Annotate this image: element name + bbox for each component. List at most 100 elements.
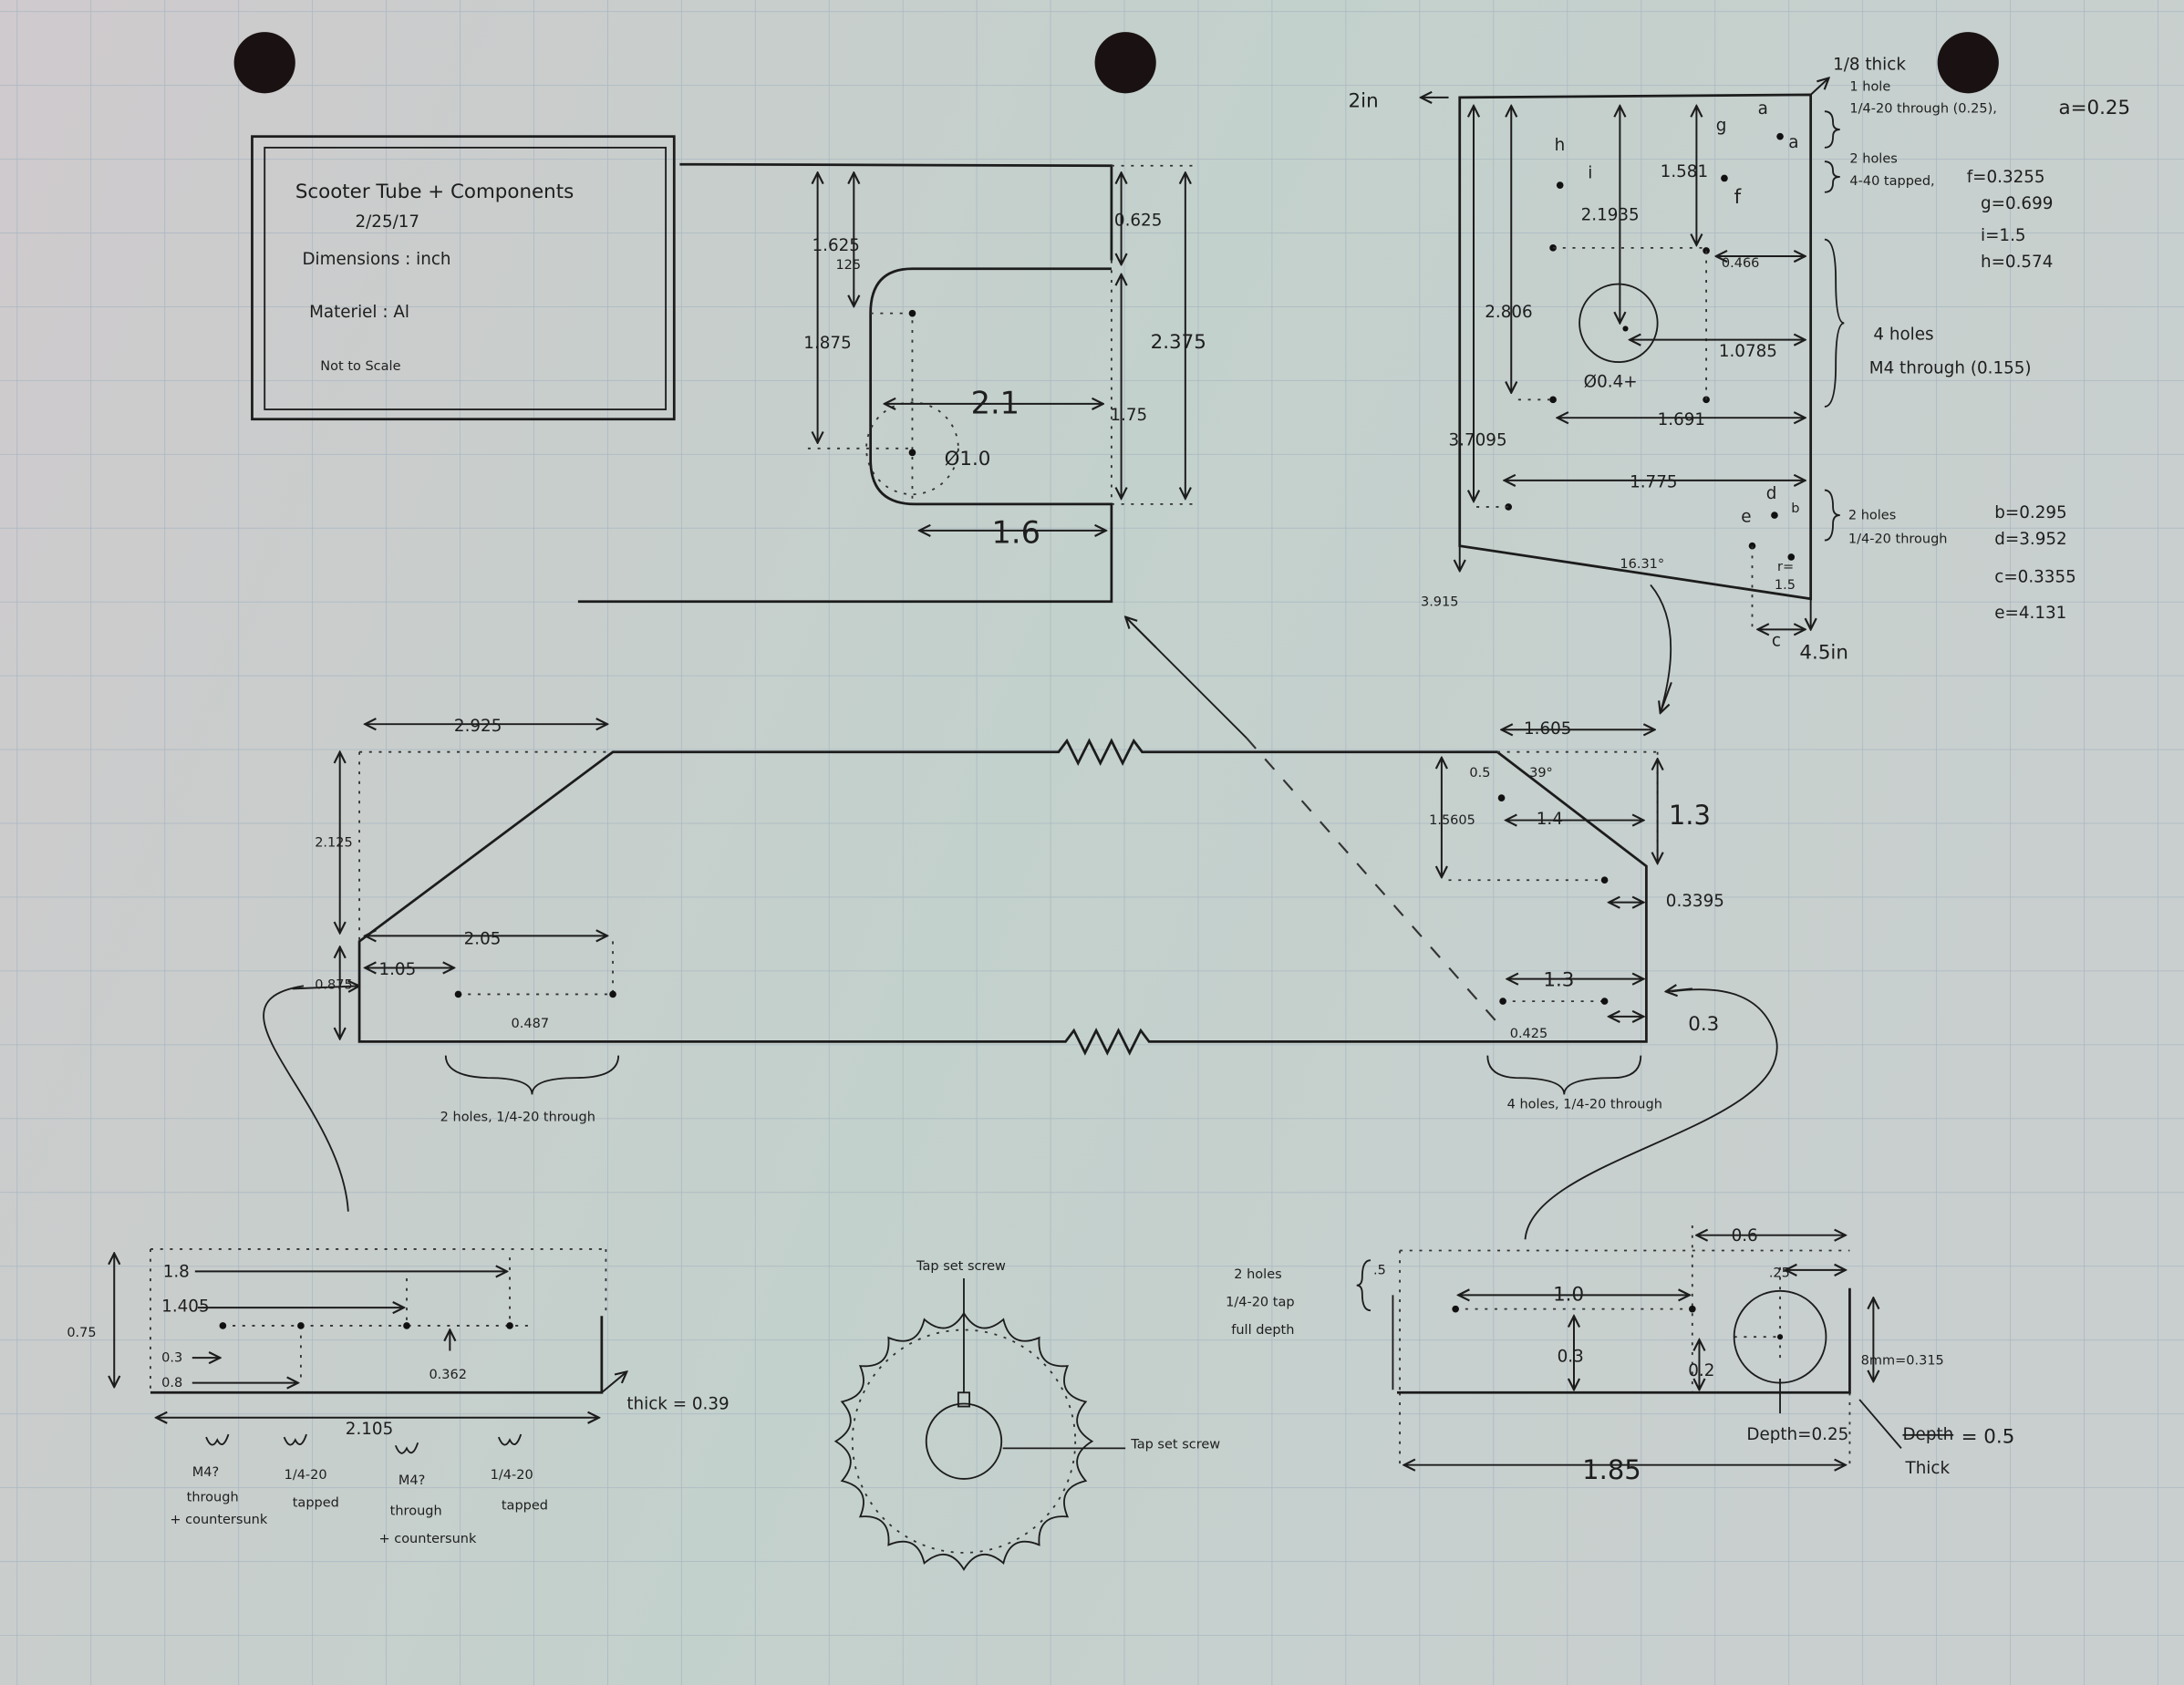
dim-0875: 0.875 <box>315 977 353 992</box>
dim-1405: 1.405 <box>161 1297 209 1317</box>
hole-type: 1/4-20 <box>285 1468 327 1483</box>
dim-10: 1.0 <box>1553 1283 1584 1306</box>
set-screw-note-side: Tap set screw <box>1130 1437 1220 1452</box>
dim-205: 2.05 <box>464 929 502 948</box>
var-a-label: a <box>1788 133 1798 152</box>
dim-15605: 1.5605 <box>1429 813 1475 828</box>
tube-end-view: 1.625 125 1.875 0.625 2.375 2.1 1.75 Ø1.… <box>577 162 1206 604</box>
var-f-label: f <box>1734 186 1742 209</box>
plate-width-label: 2in <box>1349 90 1379 113</box>
dim-14: 1.4 <box>1537 810 1563 829</box>
radius-value: 1.5 <box>1775 578 1796 593</box>
hole-type: 1/4-20 <box>491 1468 533 1483</box>
sprocket-bore <box>925 1402 1003 1480</box>
var-h-label: h <box>1555 136 1566 155</box>
dim-06: 0.6 <box>1732 1226 1758 1246</box>
dim-05: 0.5 <box>1469 766 1490 780</box>
right-holes-note: 4 holes, 1/4-20 through <box>1507 1098 1662 1112</box>
dim-0487: 0.487 <box>512 1017 550 1031</box>
note-1-hole: 1 hole <box>1849 79 1890 94</box>
holes-note-count: 2 holes <box>1234 1267 1281 1282</box>
material-text: Materiel : Al <box>309 303 409 322</box>
dim-10785: 1.0785 <box>1719 342 1777 361</box>
hole-callout: 1/4-20 tapped <box>491 1433 548 1514</box>
set-screw-note-top: Tap set screw <box>916 1259 1006 1274</box>
dim-diameter-04: Ø0.4+ <box>1584 373 1638 392</box>
var-b-label: b <box>1791 501 1799 516</box>
thickness-value: = 0.5 <box>1961 1425 2015 1448</box>
note-b-value: b=0.295 <box>1994 503 2066 522</box>
dim-0362: 0.362 <box>429 1368 467 1382</box>
title-block: Scooter Tube + Components 2/25/17 Dimens… <box>251 135 676 421</box>
holes-note-spec: 1/4-20 tap <box>1226 1296 1294 1310</box>
dim-16: 1.6 <box>992 515 1040 551</box>
radius-label: r= <box>1777 560 1794 574</box>
dim-02: 0.2 <box>1688 1361 1714 1380</box>
dim-0625: 0.625 <box>1114 211 1162 230</box>
dim-13-vertical: 1.3 <box>1669 800 1711 831</box>
dim-3915: 3.915 <box>1421 594 1459 609</box>
sprocket-teeth <box>833 1311 1094 1571</box>
note-2-spec: 4-40 tapped, <box>1849 174 1934 189</box>
note-2-holes-bottom: 2 holes <box>1848 509 1896 523</box>
hole-type: M4? <box>399 1473 425 1488</box>
dimensions-unit: Dimensions : inch <box>302 250 450 269</box>
var-i-label: i <box>1588 163 1592 182</box>
punch-hole <box>1094 32 1156 94</box>
dim-03395: 0.3395 <box>1666 892 1724 911</box>
dim-2105: 2.105 <box>346 1420 393 1439</box>
note-h-value: h=0.574 <box>1981 253 2053 272</box>
dim-1875: 1.875 <box>803 334 851 353</box>
dim-0425: 0.425 <box>1510 1027 1548 1041</box>
dim-1581: 1.581 <box>1661 162 1708 181</box>
var-a-label: a <box>1758 99 1768 119</box>
depth-note: Depth=0.25 <box>1746 1425 1848 1444</box>
note-a-value: a=0.25 <box>2059 97 2131 119</box>
dim-03: 0.3 <box>161 1351 182 1366</box>
punch-hole <box>233 32 295 94</box>
holes-note-depth: full depth <box>1231 1323 1294 1338</box>
left-block-view: 1.8 1.405 0.75 0.3 0.8 0.362 2.105 thick… <box>67 1248 730 1546</box>
note-2-holes: 2 holes <box>1849 152 1897 167</box>
dim-2125: 2.125 <box>315 836 353 851</box>
pitch-circle <box>851 1328 1077 1554</box>
dim-08: 0.8 <box>161 1376 182 1390</box>
dim-21935: 2.1935 <box>1581 205 1640 224</box>
hole-spec: tapped <box>502 1499 548 1514</box>
dim-075: 0.75 <box>67 1326 96 1340</box>
dim-025: .25 <box>1769 1266 1790 1281</box>
hole-spec: + countersunk <box>378 1532 476 1546</box>
title-text: Scooter Tube + Components <box>295 181 574 203</box>
tube-side-view: 2.925 2.125 2.05 1.05 0.875 0.487 2 hole… <box>263 617 1778 1240</box>
thickness-label: Thick <box>1905 1459 1951 1478</box>
note-m4-spec: M4 through (0.155) <box>1869 358 2032 377</box>
dim-1625: 1.625 <box>812 236 859 255</box>
angle-39: 39° <box>1529 766 1553 780</box>
hole-callout: M4? through + countersunk <box>170 1433 268 1527</box>
dim-diameter: Ø1.0 <box>945 448 991 470</box>
dim-2806: 2.806 <box>1485 303 1532 322</box>
dim-1775: 1.775 <box>1630 473 1677 492</box>
var-d-label: d <box>1766 484 1777 503</box>
hole-spec: + countersunk <box>170 1513 267 1527</box>
dim-1691: 1.691 <box>1658 410 1705 429</box>
dim-1605: 1.605 <box>1524 719 1571 739</box>
thickness-note: thick = 0.39 <box>626 1395 729 1414</box>
dim-21: 2.1 <box>971 386 1020 421</box>
dim-0466: 0.466 <box>1722 256 1760 271</box>
hole-callout: 1/4-20 tapped <box>283 1433 339 1511</box>
date-text: 2/25/17 <box>355 212 419 232</box>
dim-185: 1.85 <box>1582 1454 1641 1485</box>
var-c-label: c <box>1772 632 1781 651</box>
dim-105: 1.05 <box>378 960 416 979</box>
hole-spec: tapped <box>293 1496 339 1511</box>
note-c-value: c=0.3355 <box>1994 567 2076 586</box>
angle-1631: 16.31° <box>1620 557 1664 572</box>
plate-height-label: 4.5in <box>1799 641 1848 664</box>
punch-hole <box>1937 32 1999 94</box>
dim-37095: 3.7095 <box>1449 431 1507 450</box>
dim-2375: 2.375 <box>1151 331 1206 354</box>
note-bottom-spec: 1/4-20 through <box>1848 532 1948 547</box>
